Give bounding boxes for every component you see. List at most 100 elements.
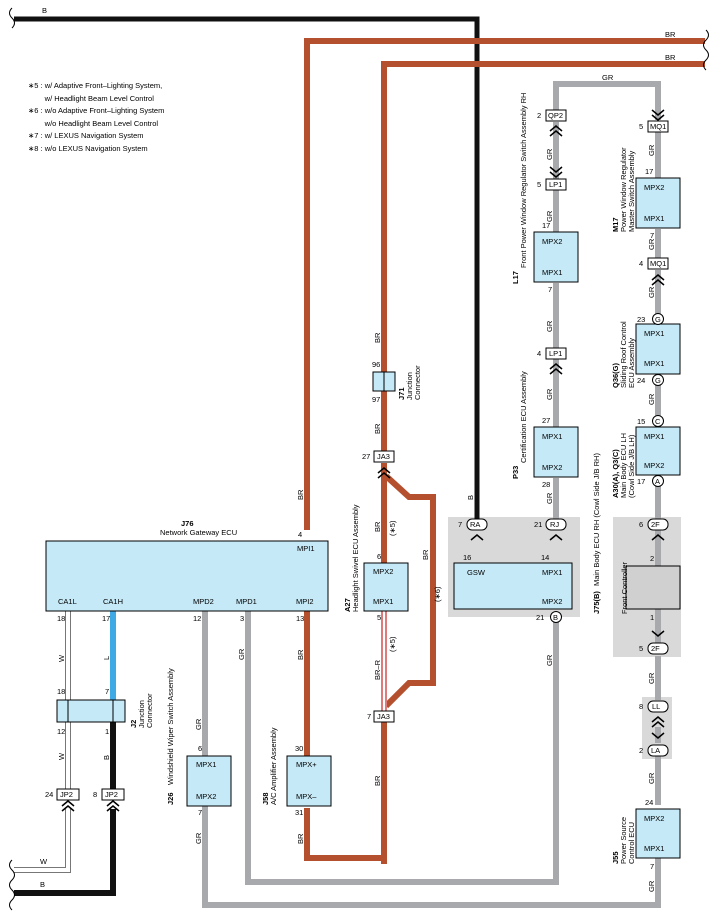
l17-box	[533, 231, 579, 283]
j75-pin: 14	[541, 553, 549, 562]
jp2-left	[56, 788, 80, 801]
q36-name: ECU Assembly	[627, 338, 636, 388]
jp2-pin: 24	[45, 790, 53, 799]
wire-label: B	[466, 495, 475, 500]
j71-name: Connector	[413, 365, 422, 400]
wire-label: GR	[545, 492, 554, 504]
j76-pin-label: MPD1	[236, 597, 257, 606]
wire-label: GR	[647, 144, 656, 156]
j76-pin-label: MPI1	[297, 544, 315, 553]
wire-label: GR	[545, 320, 554, 332]
fc-name: Front Controller	[620, 561, 629, 614]
j2-pin: 1	[105, 727, 109, 736]
front-controller-box	[625, 565, 681, 610]
m17-name: Power Window Regulator	[619, 147, 628, 232]
jp2-right	[101, 788, 125, 801]
j75-gsw: GSW	[467, 568, 486, 577]
j75-mpx2: MPX2	[542, 597, 562, 606]
jp2-label: JP2	[105, 790, 118, 799]
wire-br-top	[304, 38, 705, 530]
wire-label: GR	[647, 286, 656, 298]
wire-gr-j75-mpd1	[245, 610, 559, 885]
p33-mpx1: MPX1	[542, 432, 562, 441]
connector-arrow	[651, 630, 665, 637]
ja3-top	[373, 450, 395, 463]
j75-pin: 21	[534, 520, 542, 529]
fc-pin: 6	[639, 520, 643, 529]
a30-pin: 15	[637, 417, 645, 426]
fc-2f-connector	[647, 518, 669, 531]
a30-mpx1: MPX1	[644, 432, 664, 441]
lp1-connector	[545, 178, 567, 191]
mq1-pin: 4	[639, 259, 643, 268]
j76-pin-label: CA1L	[58, 597, 77, 606]
wire-label: L	[102, 656, 111, 660]
a30-conn: C	[655, 417, 661, 426]
j2-pin: 12	[57, 727, 65, 736]
j75-code: J75(B)	[592, 591, 601, 614]
j26-pin: 6	[198, 744, 202, 753]
connector-arrow	[651, 109, 665, 121]
a30-c-connector	[652, 415, 664, 427]
j76-pin-num: 4	[298, 530, 302, 539]
connector-arrow	[549, 125, 563, 137]
j75-conn: B	[553, 613, 558, 622]
ja3-label: JA3	[377, 712, 390, 721]
fc-pin: 5	[639, 644, 643, 653]
connector-arrow	[549, 534, 563, 541]
a30-name: Main Body ECU LH	[619, 433, 628, 498]
jp2-pin: 8	[93, 790, 97, 799]
p33-pin: 27	[542, 416, 550, 425]
q36-g-connector	[652, 374, 664, 386]
j76-pin-num: 3	[240, 614, 244, 623]
j75-pin: 7	[458, 520, 462, 529]
connector-arrow	[651, 716, 665, 728]
legend-line: ∗7 : w/ LEXUS Navigation System	[28, 131, 144, 141]
j26-code: J26	[166, 792, 175, 805]
j75-pin: 16	[463, 553, 471, 562]
j75-pin: 21	[536, 613, 544, 622]
j2-label: J2 Junction Connector	[129, 693, 154, 728]
fc-2f-connector	[647, 642, 669, 655]
lp1-pin: 4	[537, 349, 541, 358]
fc-pin: 1	[650, 613, 654, 622]
j55-name: Power Source	[619, 817, 628, 864]
j76-pin-label: MPD2	[193, 597, 214, 606]
j58-pin: 30	[295, 744, 303, 753]
j76-pin-label: CA1H	[103, 597, 123, 606]
j55-mpx2: MPX2	[644, 814, 664, 823]
wire-label: GR	[647, 393, 656, 405]
a30-conn: A	[655, 477, 660, 486]
fc-pin: 2	[650, 554, 654, 563]
j71-code: J71	[397, 387, 406, 400]
wire-gr-top	[553, 81, 661, 120]
wire-label: GR	[602, 73, 614, 82]
j76-pin-num: 12	[193, 614, 201, 623]
j26-name: Windshield Wiper Switch Assembly	[166, 668, 175, 785]
q36-conn: G	[655, 315, 661, 324]
a30-name: (Cowl Side J/B LH)	[627, 434, 636, 498]
m17-pin: 7	[650, 231, 654, 240]
wire-label: GR	[237, 648, 246, 660]
q36-name: Sliding Roof Control	[619, 321, 628, 388]
j2-pin: 18	[57, 687, 65, 696]
j76-pin-num: 17	[102, 614, 110, 623]
q36-conn: G	[655, 376, 661, 385]
mq1-connector	[647, 120, 669, 133]
fc-conn: 2F	[651, 644, 660, 653]
wire-label: BR	[665, 30, 676, 39]
a30-mpx2: MPX2	[644, 461, 664, 470]
q36-mpx1: MPX1	[644, 359, 664, 368]
connector-arrow	[470, 534, 484, 541]
legend-line: w/ Headlight Beam Level Control	[28, 93, 154, 103]
la-pin: 2	[639, 746, 643, 755]
a27-pin: 5	[377, 613, 381, 622]
j55-mpx1: MPX1	[644, 844, 664, 853]
j58-mpx-plus: MPX+	[296, 760, 317, 769]
wire-label: W	[40, 857, 48, 866]
mq1-label: MQ1	[650, 259, 666, 268]
j76-pin-num: 18	[57, 614, 65, 623]
lp1-label: LP1	[549, 349, 562, 358]
j26-box	[186, 755, 232, 807]
a27-box	[363, 562, 409, 612]
